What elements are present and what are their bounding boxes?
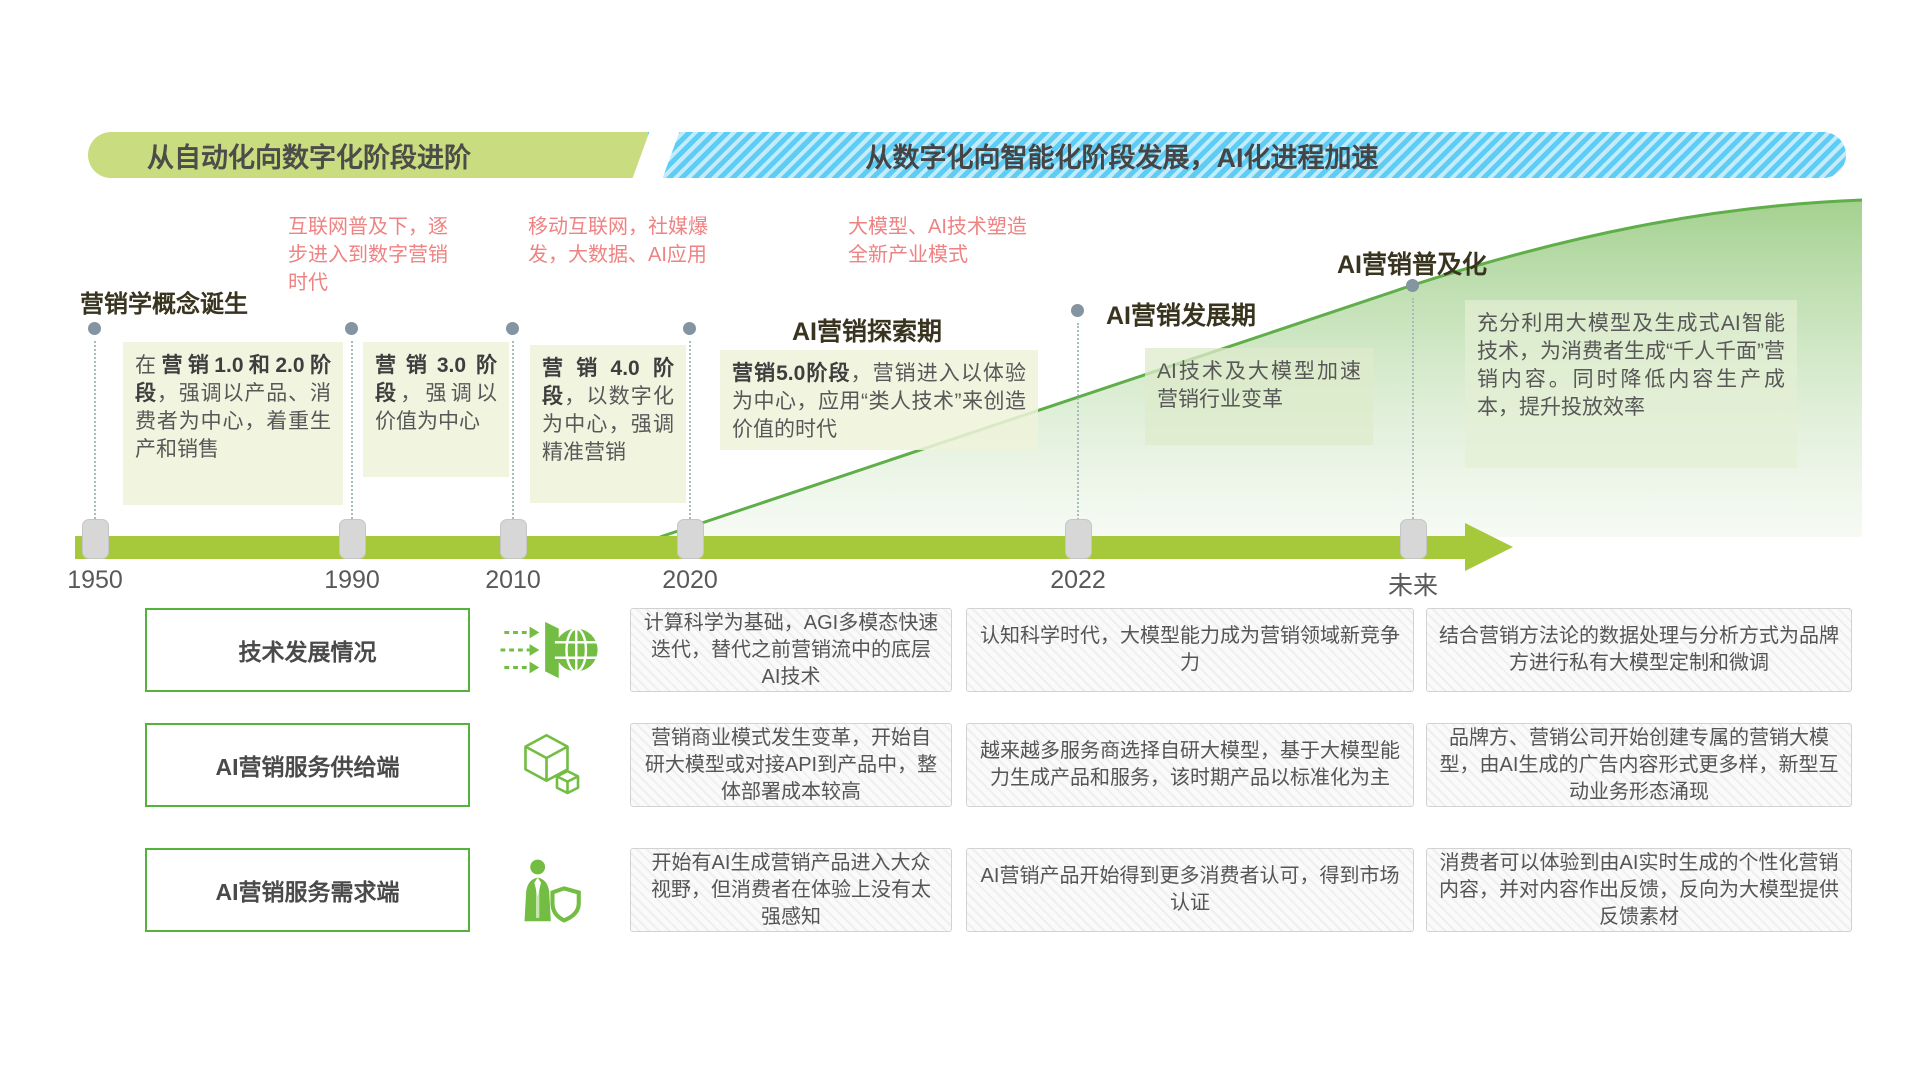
era-box-2020: 营销5.0阶段，营销进入以体验为中心，应用“类人技术”来创造价值的时代 xyxy=(720,350,1038,450)
row-label-demand: AI营销服务需求端 xyxy=(145,848,470,932)
row-label-supply: AI营销服务供给端 xyxy=(145,723,470,807)
timeline-arrowhead-icon xyxy=(1465,523,1513,571)
year-label-1990: 1990 xyxy=(324,566,380,594)
era-box-1950-bold: 营销1.0和2.0阶段 xyxy=(135,354,331,405)
era-box-2010-text: ，以数字化为中心，强调精准营销 xyxy=(542,385,675,464)
cell-text: 消费者可以体验到由AI实时生成的个性化营销内容，并对内容作出反馈，反向为大模型提… xyxy=(1439,851,1839,928)
matrix-row-technology: 技术发展情况 xyxy=(145,608,1852,692)
era-box-2022-text: AI技术及大模型加速营销行业变革 xyxy=(1157,360,1361,411)
node-dot-2022 xyxy=(1071,304,1084,317)
node-dot-1950 xyxy=(88,322,101,335)
cell-text: 营销商业模式发生变革，开始自研大模型或对接API到产品中，整体部署成本较高 xyxy=(644,726,938,803)
cell-supply-popularization: 品牌方、营销公司开始创建专属的营销大模型，由AI生成的广告内容形式更多样，新型互… xyxy=(1426,723,1852,807)
cell-technology-exploration: 计算科学为基础，AGI多模态快速迭代，替代之前营销流中的底层AI技术 xyxy=(630,608,952,692)
cell-text: AI营销产品开始得到更多消费者认可，得到市场认证 xyxy=(980,865,1400,914)
timeline-marker-2022 xyxy=(1065,519,1092,559)
row-label-technology-text: 技术发展情况 xyxy=(238,639,377,665)
timeline-marker-2010 xyxy=(500,519,527,559)
era-box-1990: 营销3.0阶段，强调以价值为中心 xyxy=(363,342,509,477)
node-dot-2010 xyxy=(506,322,519,335)
cell-text: 开始有AI生成营销产品进入大众视野，但消费者在体验上没有太强感知 xyxy=(651,851,931,928)
era-box-future: 充分利用大模型及生成式AI智能技术，为消费者生成“千人千面”营销内容。同时降低内… xyxy=(1465,300,1797,468)
cell-demand-development: AI营销产品开始得到更多消费者认可，得到市场认证 xyxy=(966,848,1414,932)
cube-box-icon xyxy=(470,723,630,807)
year-label-2022: 2022 xyxy=(1050,566,1106,594)
row-label-demand-text: AI营销服务需求端 xyxy=(215,879,400,905)
cell-demand-popularization: 消费者可以体验到由AI实时生成的个性化营销内容，并对内容作出反馈，反向为大模型提… xyxy=(1426,848,1852,932)
timeline-marker-1990 xyxy=(339,519,366,559)
era-box-1990-text: ，强调以价值为中心 xyxy=(375,382,497,433)
era-box-1990-bold: 营销3.0阶段 xyxy=(375,354,497,405)
era-box-2020-bold: 营销5.0阶段 xyxy=(732,362,851,385)
cell-text: 计算科学为基础，AGI多模态快速迭代，替代之前营销流中的底层AI技术 xyxy=(643,611,939,688)
curve-line xyxy=(659,198,1863,539)
globe-network-icon xyxy=(470,608,630,692)
note-llm-era: 大模型、AI技术塑造全新产业模式 xyxy=(848,216,1027,266)
year-label-future: 未来 xyxy=(1387,572,1438,600)
stage-banner-intelligence-label: 从数字化向智能化阶段发展，AI化进程加速 xyxy=(865,142,1379,173)
note-internet-era: 互联网普及下，逐步进入到数字营销时代 xyxy=(288,216,448,294)
era-box-1950: 在营销1.0和2.0阶段，强调以产品、消费者为中心，着重生产和销售 xyxy=(123,342,343,505)
stage-banner-digitalization: 从自动化向数字化阶段进阶 xyxy=(88,132,690,178)
milestone-ai-development: AI营销发展期 xyxy=(1106,302,1257,330)
era-box-2020-text: ，营销进入以体验为中心，应用“类人技术”来创造价值的时代 xyxy=(732,362,1026,441)
era-box-future-text: 充分利用大模型及生成式AI智能技术，为消费者生成“千人千面”营销内容。同时降低内… xyxy=(1477,312,1785,419)
timeline-marker-1950 xyxy=(82,519,109,559)
person-shield-icon xyxy=(470,848,630,932)
era-box-1950-text: ，强调以产品、消费者为中心，着重生产和销售 xyxy=(135,382,331,461)
era-box-2022: AI技术及大模型加速营销行业变革 xyxy=(1145,348,1373,445)
timeline-marker-future xyxy=(1400,519,1427,559)
year-label-2010: 2010 xyxy=(485,566,541,594)
dropline-2010 xyxy=(512,341,514,535)
node-dot-2020 xyxy=(683,322,696,335)
cell-demand-exploration: 开始有AI生成营销产品进入大众视野，但消费者在体验上没有太强感知 xyxy=(630,848,952,932)
dropline-2020 xyxy=(689,341,691,535)
timeline-bar xyxy=(75,536,1467,559)
dropline-1990 xyxy=(351,341,353,535)
timeline-marker-2020 xyxy=(677,519,704,559)
dropline-2022 xyxy=(1077,323,1079,535)
node-dot-future xyxy=(1406,279,1419,292)
milestone-ai-exploration: AI营销探索期 xyxy=(792,318,943,346)
stage-banner-intelligence: 从数字化向智能化阶段发展，AI化进程加速 xyxy=(648,132,1846,178)
cell-technology-popularization: 结合营销方法论的数据处理与分析方式为品牌方进行私有大模型定制和微调 xyxy=(1426,608,1852,692)
stage-banner-digitalization-label: 从自动化向数字化阶段进阶 xyxy=(147,142,471,173)
node-dot-1990 xyxy=(345,322,358,335)
matrix-row-demand: AI营销服务需求端 开始有AI生成营销产品进入大众视野，但消费者在体验上没有太强… xyxy=(145,848,1852,932)
cell-text: 品牌方、营销公司开始创建专属的营销大模型，由AI生成的广告内容形式更多样，新型互… xyxy=(1439,726,1839,803)
row-label-supply-text: AI营销服务供给端 xyxy=(215,754,400,780)
era-box-2010-bold: 营销4.0阶段 xyxy=(542,357,674,408)
milestone-ai-popularization: AI营销普及化 xyxy=(1337,251,1488,279)
era-box-2010: 营销4.0阶段，以数字化为中心，强调精准营销 xyxy=(530,345,686,503)
year-label-1950: 1950 xyxy=(67,566,123,594)
cell-technology-development: 认知科学时代，大模型能力成为营销领域新竞争力 xyxy=(966,608,1414,692)
dropline-1950 xyxy=(94,341,96,535)
cell-text: 结合营销方法论的数据处理与分析方式为品牌方进行私有大模型定制和微调 xyxy=(1439,625,1839,674)
year-label-2020: 2020 xyxy=(662,566,718,594)
milestone-marketing-concept: 营销学概念诞生 xyxy=(80,291,248,318)
cell-text: 越来越多服务商选择自研大模型，基于大模型能力生成产品和服务，该时期产品以标准化为… xyxy=(980,740,1400,789)
era-box-1950-prefix: 在 xyxy=(135,354,162,377)
row-label-technology: 技术发展情况 xyxy=(145,608,470,692)
matrix-row-supply: AI营销服务供给端 营销商业模式发生变革，开始自研大模型或对接API到产品中，整… xyxy=(145,723,1852,807)
dropline-future xyxy=(1412,298,1414,535)
cell-text: 认知科学时代，大模型能力成为营销领域新竞争力 xyxy=(980,625,1400,674)
cell-supply-development: 越来越多服务商选择自研大模型，基于大模型能力生成产品和服务，该时期产品以标准化为… xyxy=(966,723,1414,807)
cell-supply-exploration: 营销商业模式发生变革，开始自研大模型或对接API到产品中，整体部署成本较高 xyxy=(630,723,952,807)
note-mobile-era: 移动互联网，社媒爆发，大数据、AI应用 xyxy=(528,216,708,266)
